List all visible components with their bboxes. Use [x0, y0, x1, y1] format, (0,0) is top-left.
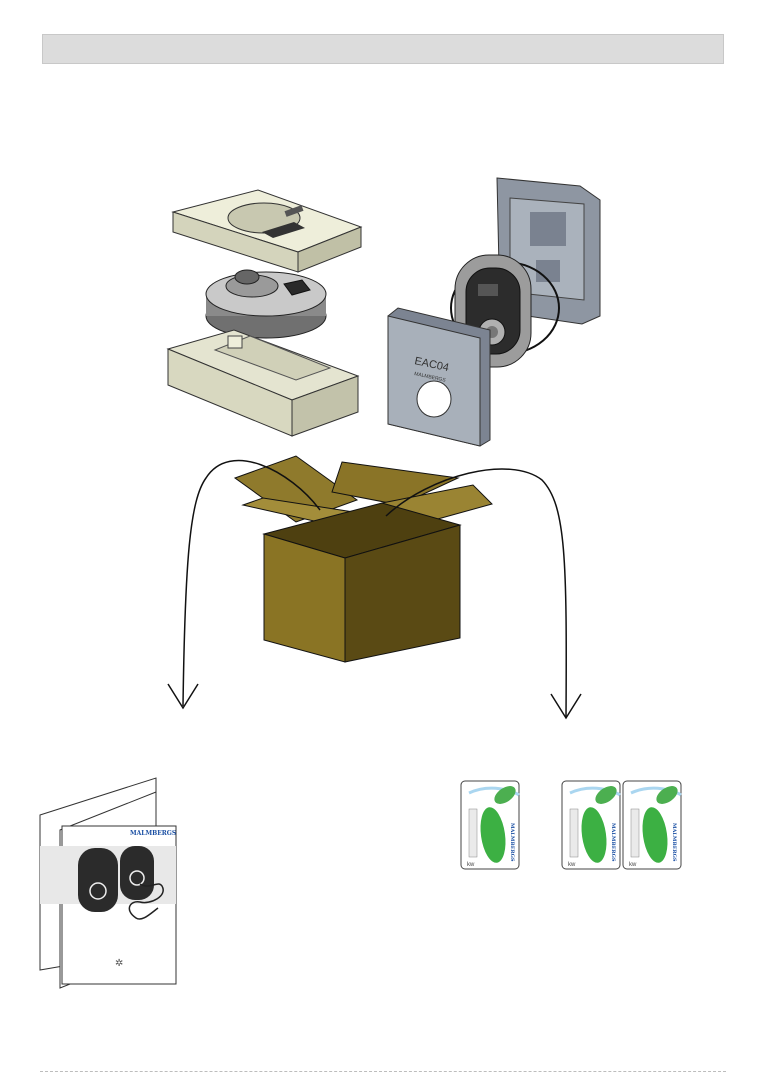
cardboard-box: [235, 456, 492, 662]
rfid-card: kw MALMBERGS: [562, 781, 620, 869]
footer-divider: [40, 1071, 726, 1072]
foam-bottom-block: [168, 330, 358, 436]
mounting-plate-front: EAC04 MALMBERGS: [388, 308, 490, 446]
svg-text:kw: kw: [467, 862, 475, 868]
manual-brand: MALMBERGS: [130, 830, 176, 837]
rfid-card-group-a: kw MALMBERGS: [461, 781, 519, 869]
svg-text:MALMBERGS: MALMBERGS: [610, 823, 616, 862]
rfid-card: kw MALMBERGS: [461, 781, 519, 869]
rfid-card: kw MALMBERGS: [623, 781, 681, 869]
manual-booklet: MALMBERGS ✲: [40, 778, 176, 988]
foam-top-block: [173, 190, 361, 272]
svg-text:kw: kw: [568, 862, 576, 868]
charger-unit: [206, 270, 326, 338]
manual-star-icon: ✲: [115, 958, 123, 969]
rfid-card-group-b: kw MALMBERGS kw MALMBERGS: [562, 781, 681, 869]
svg-text:MALMBERGS: MALMBERGS: [509, 823, 515, 862]
svg-text:kw: kw: [629, 862, 637, 868]
svg-text:MALMBERGS: MALMBERGS: [671, 823, 677, 862]
